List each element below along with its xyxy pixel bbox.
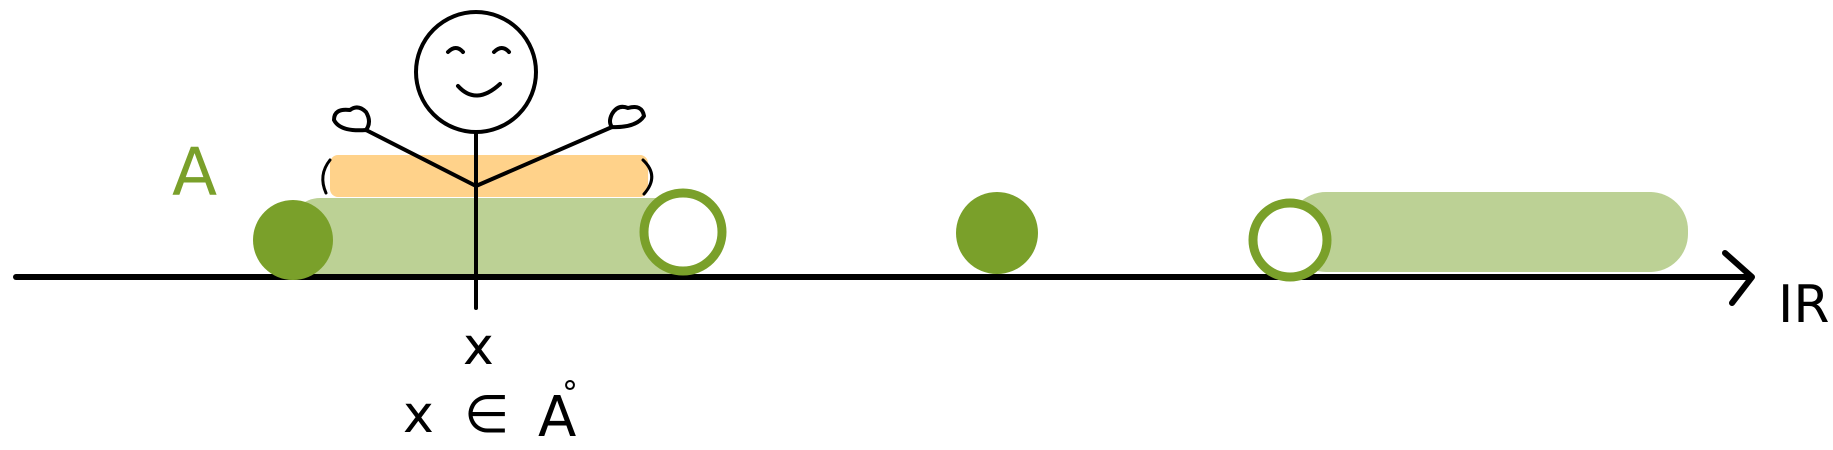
- isolated-point: [956, 192, 1038, 274]
- real-line-label: IR: [1778, 275, 1829, 335]
- membership-interior-mark: °: [562, 374, 578, 412]
- membership-element: x: [403, 385, 434, 445]
- neighborhood-right-paren: [641, 158, 654, 196]
- neighborhood-highlight: [330, 155, 648, 197]
- open-endpoint-right-interval: [1248, 198, 1332, 282]
- membership-set: A: [538, 385, 576, 450]
- stick-figure: [332, 10, 646, 310]
- stick-figure-head: [414, 10, 538, 134]
- neighborhood-left-paren: [321, 158, 332, 195]
- stick-figure-smile: [456, 82, 502, 98]
- stick-figure-right-hand: [608, 104, 646, 130]
- stick-figure-left-hand: [332, 105, 371, 133]
- stick-figure-right-arm: [474, 125, 614, 188]
- open-endpoint-left-interval: [639, 188, 727, 276]
- membership-relation: ∈: [464, 385, 509, 445]
- set-interval-left: [290, 198, 690, 276]
- stick-figure-left-eye: [446, 46, 465, 54]
- set-label: A: [172, 134, 217, 211]
- stick-figure-right-eye: [492, 46, 511, 54]
- point-label: x: [463, 317, 494, 377]
- stick-figure-left-arm: [364, 128, 478, 188]
- closed-endpoint-left: [253, 200, 333, 280]
- real-line-arrowhead: [1722, 250, 1755, 306]
- set-interval-right: [1288, 192, 1688, 272]
